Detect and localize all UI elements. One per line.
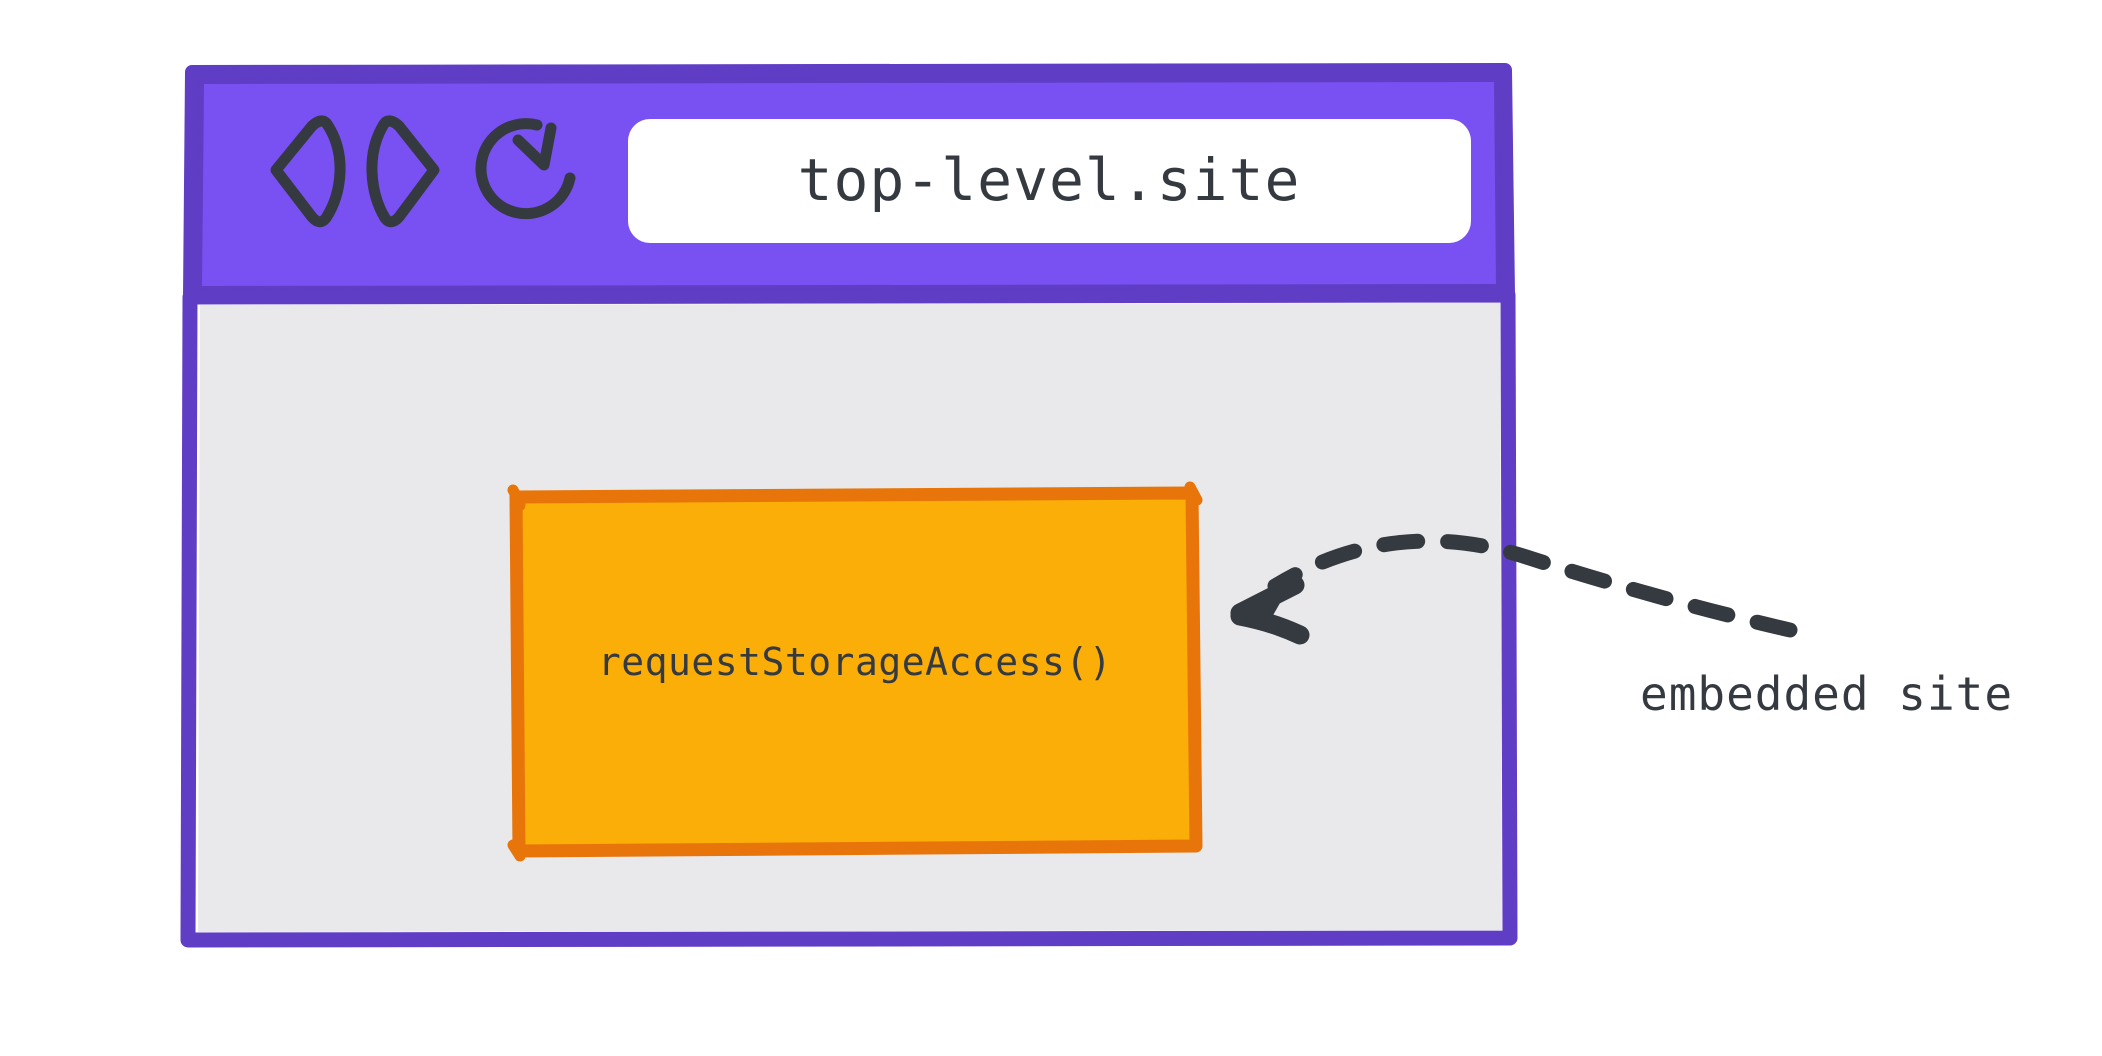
forward-triangle-icon[interactable]: [366, 115, 440, 228]
reload-circular-arrow-icon[interactable]: [475, 118, 576, 220]
embedded-site-annotation-label: embedded site: [1640, 667, 2013, 721]
address-bar-value: top-level.site: [798, 146, 1301, 214]
back-triangle-icon[interactable]: [270, 115, 346, 228]
embedded-iframe-label: requestStorageAccess(): [598, 640, 1112, 684]
embedded-site-arrow: [1230, 533, 1798, 645]
reload-arrowhead-icon: [512, 122, 557, 171]
browser-viewport-border: [180, 287, 1518, 948]
address-bar[interactable]: top-level.site: [628, 119, 1471, 243]
dashed-curved-arrow-head-fill: [1233, 580, 1299, 636]
address-bar-background[interactable]: [628, 119, 1471, 243]
embedded-iframe-border-overshoot: [507, 481, 1203, 862]
dashed-curved-arrow-shaft: [1267, 533, 1798, 638]
browser-nav-controls: [270, 115, 576, 228]
embedded-iframe[interactable]: requestStorageAccess(): [507, 481, 1203, 862]
